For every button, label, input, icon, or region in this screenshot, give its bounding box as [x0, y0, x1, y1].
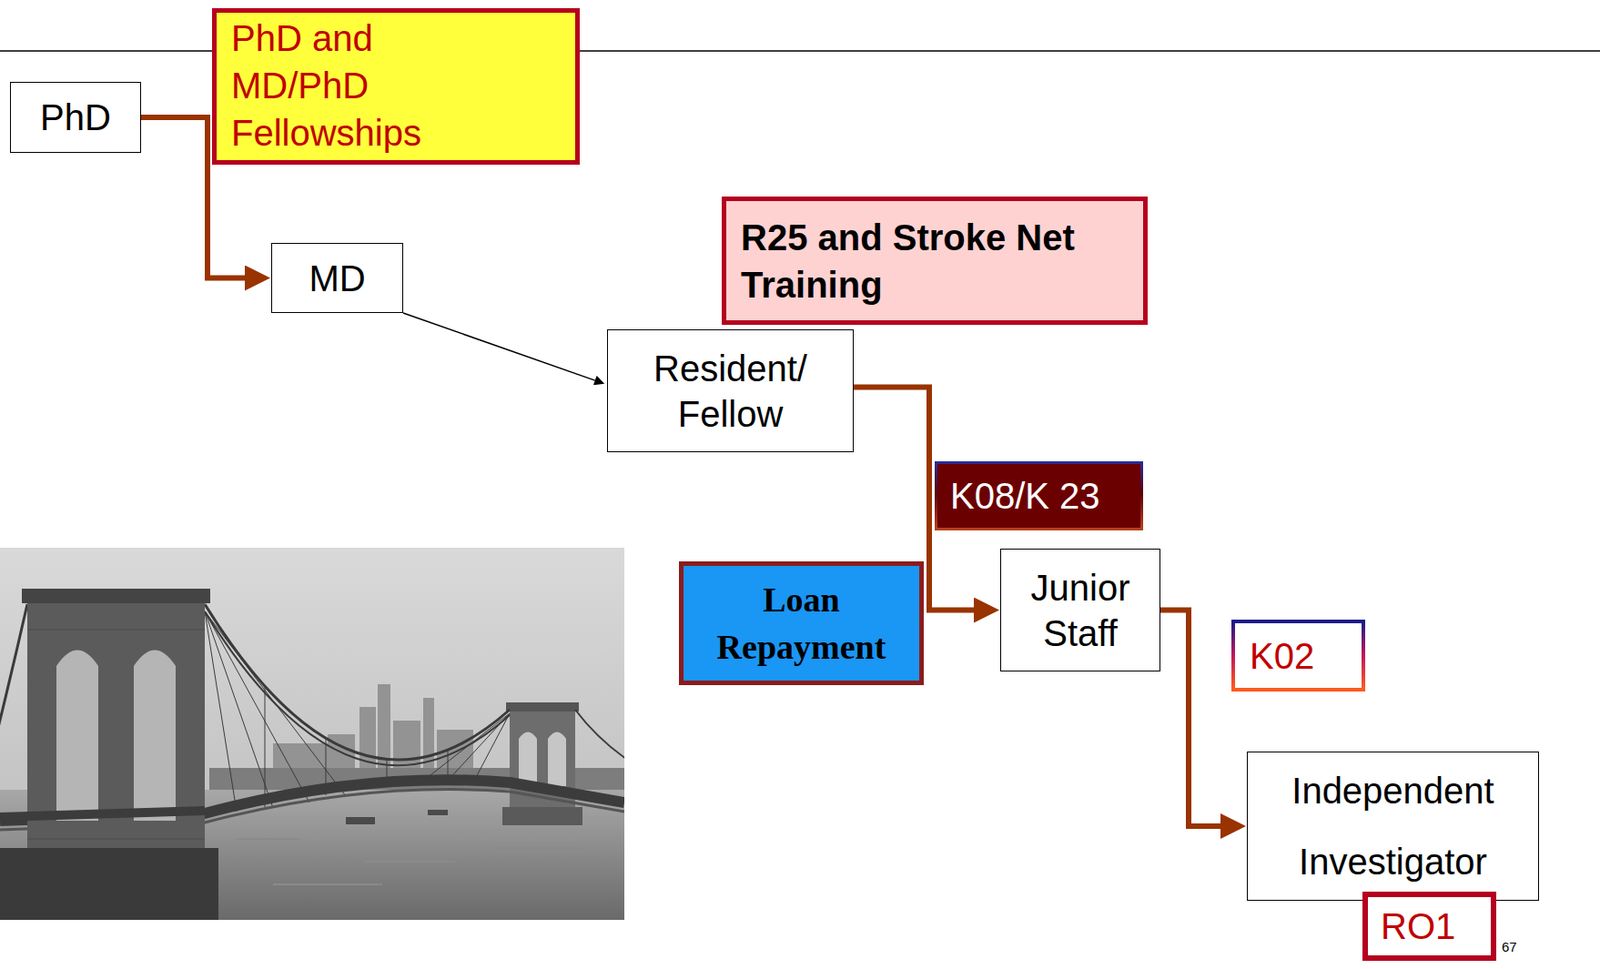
node-text: PhD and MD/PhD Fellowships — [231, 14, 432, 157]
near-tower — [0, 588, 211, 853]
sky — [0, 547, 625, 921]
node-text: Junior Staff — [1008, 565, 1153, 657]
stay — [204, 611, 237, 812]
bridge-photo — [0, 547, 625, 921]
masonry-line — [27, 629, 205, 631]
node-text: K08/K 23 — [950, 473, 1101, 519]
pier — [0, 848, 219, 921]
grant-box: K08/K 23 — [934, 461, 1144, 531]
grant-box: K02 — [1231, 619, 1366, 692]
node-text: Resident/ Fellow — [615, 345, 846, 437]
grant-box: RO1 — [1362, 891, 1497, 962]
bridge-deck — [0, 810, 205, 818]
stage-box: MD — [271, 243, 404, 314]
tower-cap — [21, 588, 211, 604]
stay — [204, 611, 274, 809]
tower-arch — [56, 650, 99, 822]
stay — [204, 611, 310, 803]
tower-arch — [547, 732, 567, 788]
stage-box: Resident/ Fellow — [607, 329, 854, 453]
suspender — [264, 686, 266, 808]
flow-arrow — [403, 313, 596, 381]
tower-arch — [133, 650, 176, 822]
flow-arrow — [1160, 610, 1221, 828]
node-text: PhD — [40, 94, 112, 141]
fellowship-box: PhD and MD/PhD Fellowships — [212, 8, 580, 165]
node-text: Loan Repayment — [688, 576, 914, 671]
node-text: R25 and Stroke Net Training — [740, 213, 1087, 309]
ripple — [273, 883, 383, 886]
training-box: R25 and Stroke Net Training — [721, 196, 1148, 325]
ripples — [236, 839, 583, 885]
stage-box: PhD — [10, 81, 142, 153]
ripple — [491, 847, 583, 850]
far-tower — [502, 702, 583, 826]
ripple — [236, 838, 301, 841]
boat — [427, 810, 448, 816]
tower-masonry — [27, 629, 205, 840]
stay — [473, 713, 510, 783]
tower-arch — [518, 732, 537, 788]
node-text: K02 — [1249, 633, 1315, 679]
stay — [204, 611, 346, 797]
stage-box: Junior Staff — [1000, 548, 1161, 672]
node-text: MD — [308, 255, 365, 302]
slide-number: 67 — [1501, 939, 1518, 956]
node-text: Independent Investigator — [1255, 755, 1531, 898]
tower-cap — [506, 702, 579, 712]
main-cable — [575, 709, 625, 767]
stay — [445, 713, 510, 783]
masonry-line — [27, 839, 205, 841]
main-cable — [204, 604, 510, 760]
boat — [345, 817, 375, 825]
tower-base — [502, 807, 583, 826]
main-cable — [0, 604, 28, 758]
node-text: RO1 — [1380, 903, 1456, 950]
stage-box: Independent Investigator — [1246, 751, 1540, 902]
loan-box: Loan Repayment — [678, 561, 924, 686]
ripple — [364, 860, 456, 863]
stay — [418, 713, 510, 785]
